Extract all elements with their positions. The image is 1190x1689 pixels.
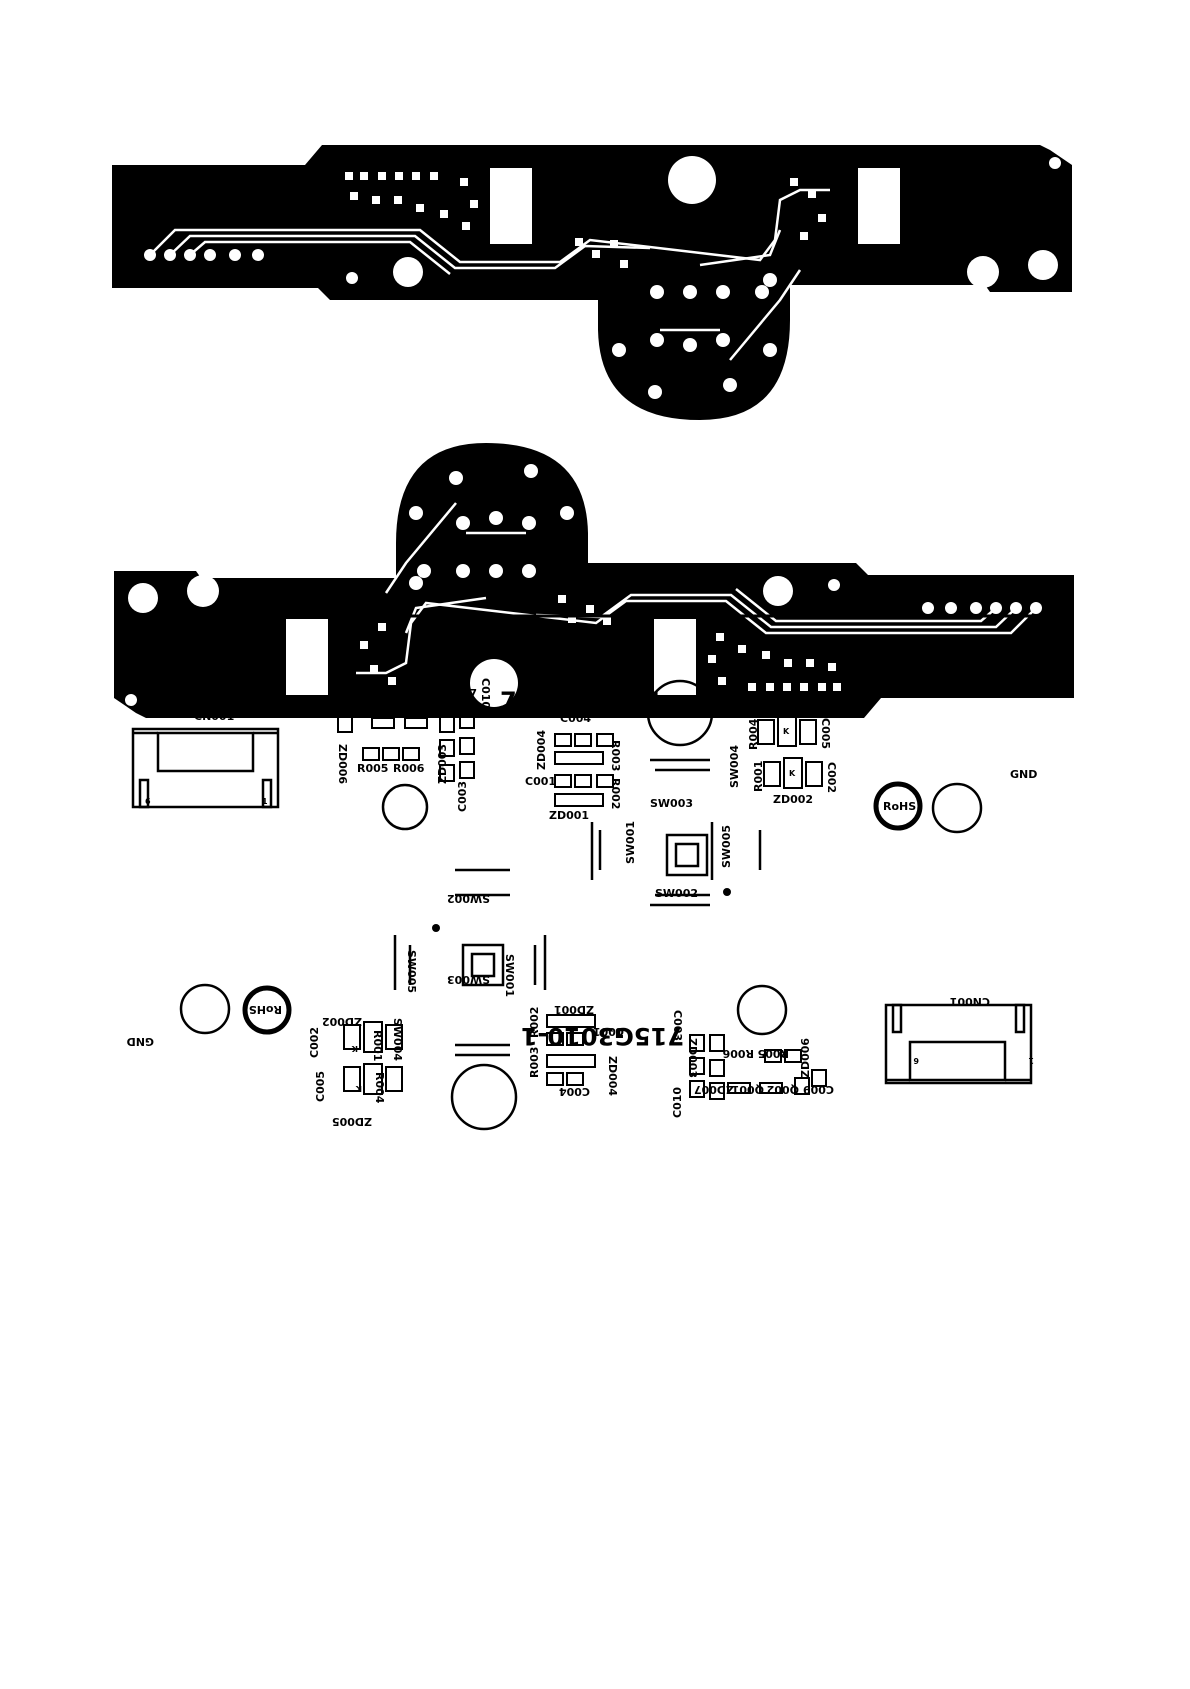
connector-ref-mirrored: CN001 <box>950 995 990 1008</box>
ref-r002: R002 <box>609 778 622 809</box>
connector-pin-last-mirrored: 6 <box>913 1056 919 1065</box>
silkscreen-labels-upper: 715G3010-1 RoHS GND CN001 6 1 C009 Q002 … <box>145 678 1037 900</box>
ref-sw004-mirrored: SW004 <box>391 1018 404 1061</box>
ref-zd001: ZD001 <box>549 809 589 822</box>
board-id-label-mirrored: 715G3010-1 <box>521 1022 684 1050</box>
ref-q001: Q001 <box>406 687 438 700</box>
ref-r005-mirrored: R005 <box>758 1047 789 1060</box>
ref-c005: C005 <box>819 718 832 749</box>
ref-c002-mirrored: C002 <box>308 1027 321 1058</box>
ref-zd003: ZD003 <box>436 744 449 784</box>
ref-zd002-mirrored: ZD002 <box>322 1015 362 1028</box>
ref-q002-mirrored: Q002 <box>767 1083 799 1096</box>
ref-r001-mirrored: R001 <box>371 1030 384 1061</box>
ref-r003: R003 <box>609 740 622 771</box>
ref-r002-mirrored: R002 <box>528 1007 541 1038</box>
silkscreen-labels-lower: 715G3010-1 RoHS GND CN001 1 6 C009 Q002 … <box>127 892 1034 1128</box>
connector-pin-first: 1 <box>262 797 268 806</box>
ref-c002: C002 <box>825 762 838 793</box>
ref-zd001-mirrored: ZD001 <box>554 1003 594 1016</box>
rohs-label: RoHS <box>883 800 916 813</box>
rohs-label-mirrored: RoHS <box>249 1003 282 1016</box>
diode-mark-mirrored: K <box>351 1044 358 1053</box>
ref-zd007: ZD007 <box>437 687 477 700</box>
ref-sw003-mirrored: SW003 <box>447 973 490 986</box>
ref-c001: C001 <box>525 775 556 788</box>
connector-ref: CN001 <box>194 710 234 723</box>
ref-sw002: SW002 <box>655 887 698 900</box>
ref-c003: C003 <box>456 781 469 812</box>
ref-zd006: ZD006 <box>336 744 349 784</box>
ref-r004: R004 <box>747 718 760 750</box>
ref-zd007-mirrored: ZD007 <box>694 1083 734 1096</box>
ref-c005-mirrored: C005 <box>314 1071 327 1102</box>
ref-c001-mirrored: C001 <box>593 1025 624 1038</box>
connector-pin-last: 6 <box>145 797 151 806</box>
diode-mark: K <box>783 727 790 736</box>
ref-zd004-mirrored: ZD004 <box>606 1056 619 1096</box>
diode-mark: K <box>789 769 796 778</box>
ref-sw005-mirrored: SW005 <box>405 950 418 993</box>
ref-sw001-mirrored: SW001 <box>503 954 516 997</box>
copper-layer-upper <box>110 143 1074 422</box>
silkscreen-layer <box>133 681 1031 1129</box>
ref-sw003: SW003 <box>650 797 693 810</box>
ref-c009-mirrored: C009 <box>803 1083 834 1096</box>
connector-pin-first-mirrored: 1 <box>1028 1056 1034 1065</box>
ref-zd002: ZD002 <box>773 793 813 806</box>
ref-c010: C010 <box>479 678 492 709</box>
ref-r006: R006 <box>393 762 425 775</box>
copper-layer-lower <box>112 441 1076 720</box>
ref-c004-mirrored: C004 <box>559 1085 590 1098</box>
diode-mark-mirrored: K <box>355 1084 362 1093</box>
ref-zd005-mirrored: ZD005 <box>332 1115 372 1128</box>
ref-sw005: SW005 <box>720 825 733 868</box>
ref-r005: R005 <box>357 762 388 775</box>
ref-r004-mirrored: R004 <box>373 1072 386 1104</box>
ref-zd004: ZD004 <box>535 730 548 770</box>
gnd-label: GND <box>1010 768 1037 781</box>
ref-r001: R001 <box>752 761 765 792</box>
board-id-label: 715G3010-1 <box>500 687 663 715</box>
ref-r006-mirrored: R006 <box>722 1047 754 1060</box>
ref-c009: C009 <box>336 687 367 700</box>
ref-c003-mirrored: C003 <box>671 1010 684 1041</box>
ref-c010-mirrored: C010 <box>671 1087 684 1118</box>
ref-q001-mirrored: Q001 <box>732 1083 764 1096</box>
ref-q002: Q002 <box>371 687 403 700</box>
ref-sw004: SW004 <box>728 745 741 788</box>
ref-sw001: SW001 <box>624 821 637 864</box>
ref-r003-mirrored: R003 <box>528 1047 541 1078</box>
ref-zd003-mirrored: ZD003 <box>686 1038 699 1078</box>
ref-zd006-mirrored: ZD006 <box>799 1038 812 1078</box>
ref-zd005: ZD005 <box>767 696 807 709</box>
gnd-label-mirrored: GND <box>127 1035 154 1048</box>
ref-sw002-mirrored: SW002 <box>447 892 490 905</box>
ref-c004: C004 <box>560 712 591 725</box>
